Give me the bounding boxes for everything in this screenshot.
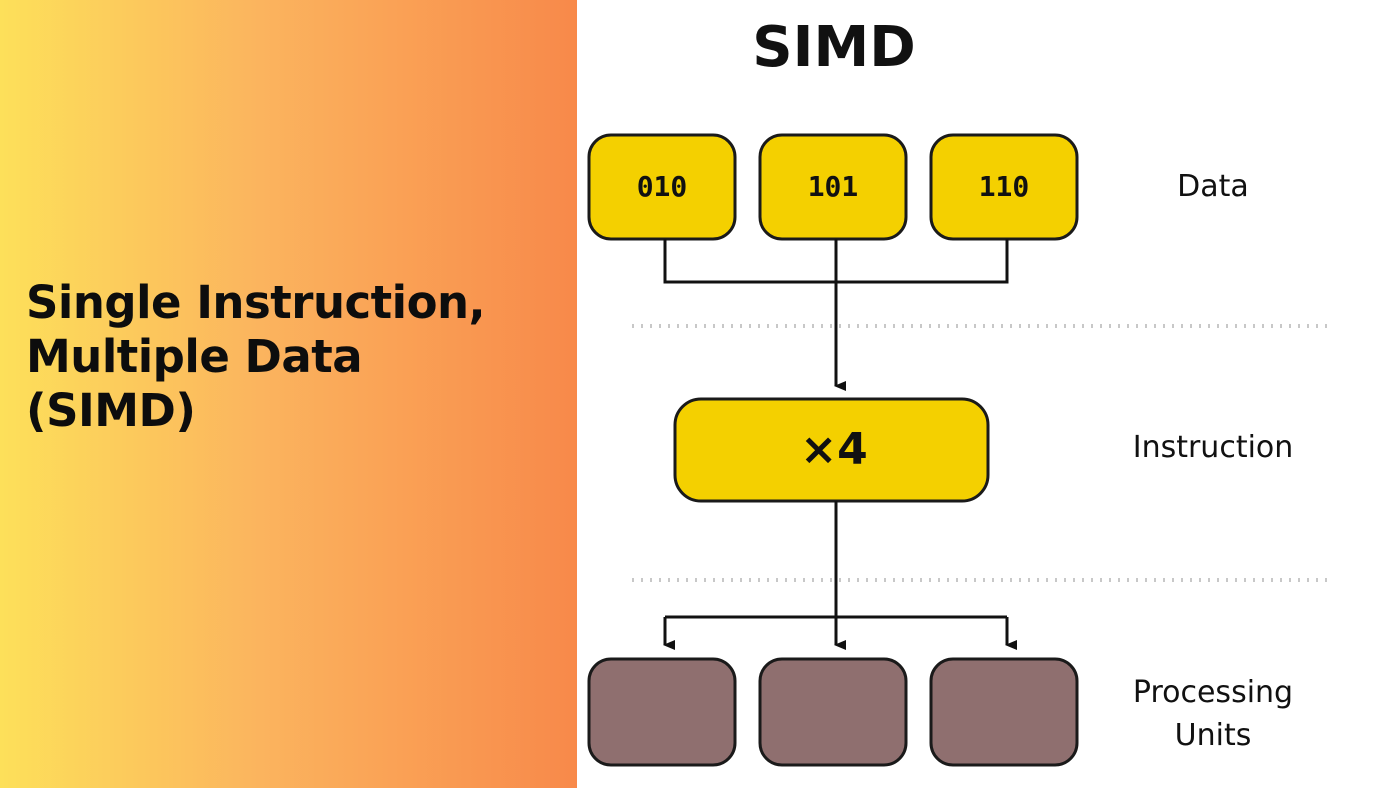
- processing-unit-1: [587, 657, 737, 767]
- row-label-data: Data: [1177, 169, 1249, 204]
- headline: Single Instruction, Multiple Data (SIMD): [26, 276, 571, 438]
- data-value-1: 010: [637, 170, 688, 203]
- headline-line-1: Single Instruction,: [26, 276, 486, 329]
- row-label-instruction: Instruction: [1133, 430, 1294, 465]
- headline-line-2: Multiple Data: [26, 330, 363, 383]
- instruction-value: ×4: [800, 424, 867, 475]
- diagram-title: SIMD: [752, 15, 915, 80]
- title-panel: Single Instruction, Multiple Data (SIMD): [0, 0, 577, 788]
- simd-diagram: SIMD 010 101 110 Data ×4 Instruction: [587, 15, 1332, 767]
- headline-line-3: (SIMD): [26, 384, 196, 437]
- processing-unit-2: [758, 657, 908, 767]
- instruction-box: [673, 397, 990, 503]
- row-label-processing-line-2: Units: [1175, 718, 1252, 753]
- data-box-3: [929, 133, 1079, 241]
- data-box-1: [587, 133, 737, 241]
- simd-diagram-panel: SIMD 010 101 110 Data ×4 Instruction: [577, 0, 1400, 788]
- processing-unit-3: [929, 657, 1079, 767]
- data-box-2: [758, 133, 908, 241]
- data-value-3: 110: [979, 170, 1030, 203]
- row-label-processing-line-1: Processing: [1133, 675, 1293, 710]
- data-value-2: 101: [808, 170, 859, 203]
